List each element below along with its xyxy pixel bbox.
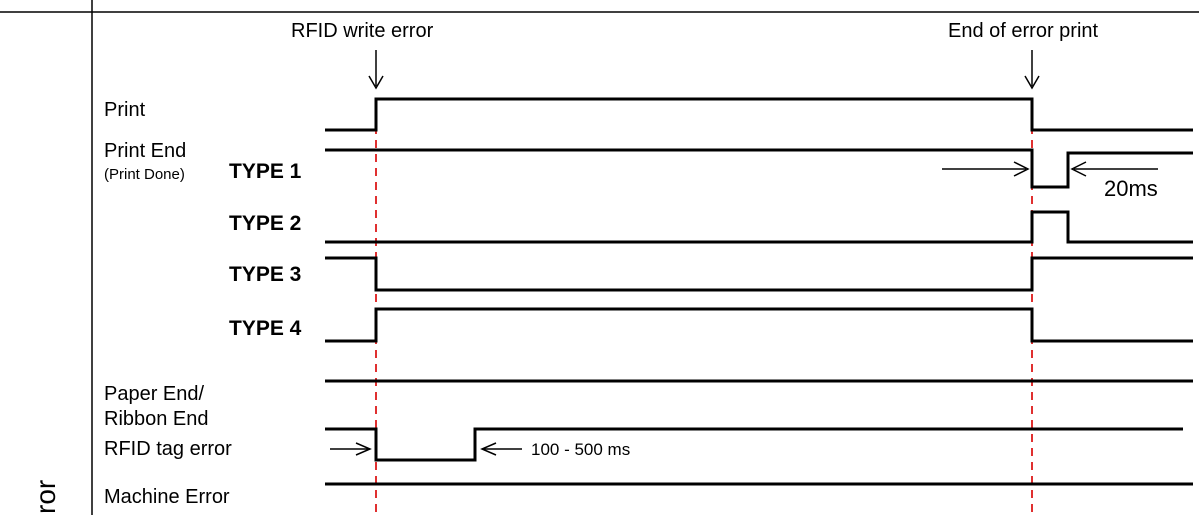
end-of-error-print-label: End of error print [948, 20, 1099, 42]
rfid-tag-error-start-arrow [330, 442, 372, 456]
type2-label: TYPE 2 [229, 212, 302, 235]
rfid-write-error-arrow [368, 50, 384, 90]
pulse-width-left-arrow [942, 161, 1030, 177]
ribbon-end-label: Ribbon End [104, 408, 209, 430]
type4-label: TYPE 4 [229, 317, 302, 340]
end-of-error-print-arrow [1024, 50, 1040, 90]
type1-waveform [325, 148, 1193, 189]
paper-end-label: Paper End/ [104, 383, 205, 405]
side-category-label: ror [30, 479, 61, 514]
type4-waveform [325, 307, 1193, 343]
rfid-tag-error-label: RFID tag error [104, 438, 232, 460]
machine-error-label: Machine Error [104, 486, 230, 508]
type2-waveform [325, 210, 1193, 244]
print-signal-label: Print [104, 99, 146, 121]
print-end-signal-label: Print End [104, 140, 187, 162]
pulse-width-right-arrow [1070, 161, 1158, 177]
rfid-tag-error-waveform [325, 427, 1183, 462]
rfid-write-error-label: RFID write error [291, 20, 434, 42]
print-done-signal-label: (Print Done) [104, 166, 185, 183]
type3-waveform [325, 256, 1193, 292]
pulse-width-label: 20ms [1104, 176, 1158, 201]
print-waveform [325, 97, 1193, 132]
type1-label: TYPE 1 [229, 160, 302, 183]
rfid-delay-arrow [480, 442, 522, 456]
type3-label: TYPE 3 [229, 263, 302, 286]
rfid-delay-label: 100 - 500 ms [531, 440, 631, 459]
